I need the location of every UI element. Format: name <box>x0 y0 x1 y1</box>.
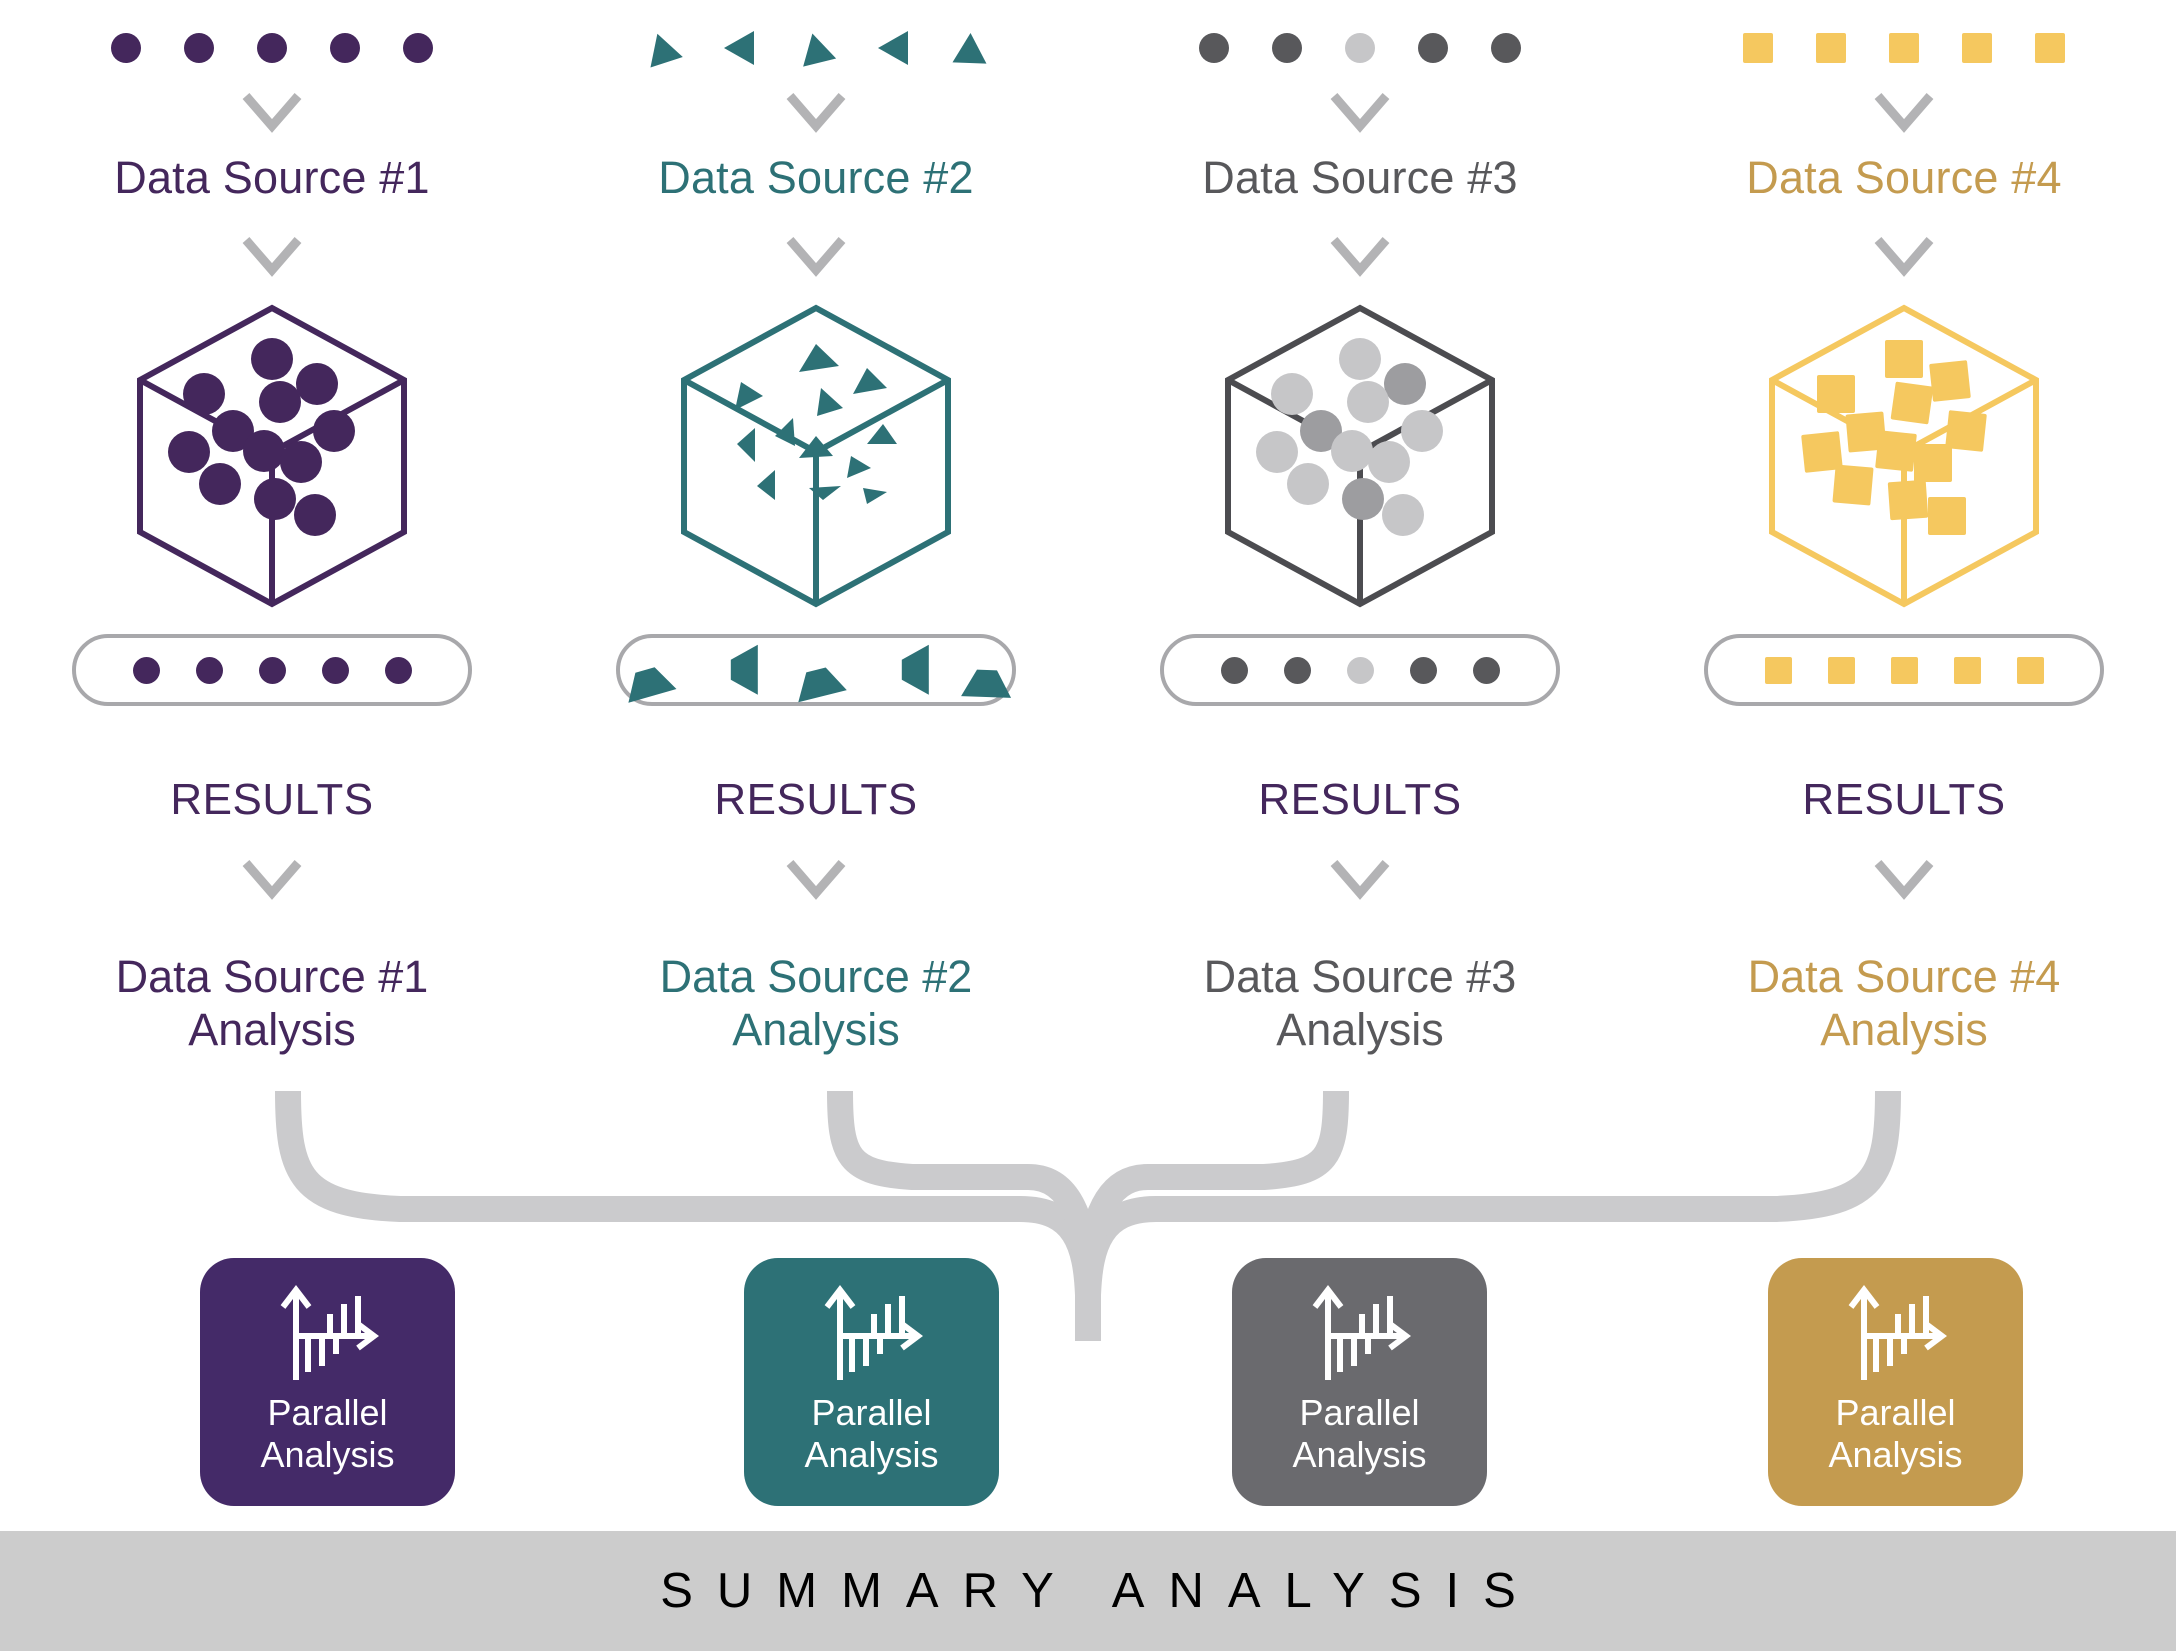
result-marker-square <box>1827 656 1855 684</box>
result-marker-circle <box>1409 656 1437 684</box>
data-marker-circle <box>1491 33 1521 63</box>
results-pill <box>1704 634 2104 706</box>
chevron-down-icon <box>1328 855 1392 901</box>
data-marker-triangle <box>795 29 837 67</box>
source-label: Data Source #3 <box>1202 152 1518 203</box>
data-marker-triangle <box>878 31 908 65</box>
column-2: Data Source #2 <box>544 0 1088 1520</box>
data-cube-icon <box>671 296 961 616</box>
result-marker-circle <box>1472 656 1500 684</box>
bar-chart-axes-icon <box>1312 1285 1411 1380</box>
bar-chart-axes-icon <box>280 1285 379 1380</box>
parallel-analysis-label: Parallel Analysis <box>1292 1392 1427 1475</box>
data-marker-triangle <box>641 28 683 68</box>
result-marker-triangle <box>703 645 758 695</box>
data-marker-square <box>1816 33 1846 63</box>
column-3: Data Source #3 <box>1088 0 1632 1520</box>
source-label: Data Source #1 <box>114 152 430 203</box>
chevron-down-icon <box>1872 855 1936 901</box>
chevron-down-icon <box>1872 88 1936 134</box>
result-marker-circle <box>1220 656 1248 684</box>
parallel-analysis-label: Parallel Analysis <box>1828 1392 1963 1475</box>
parallel-analysis-label: Parallel Analysis <box>260 1392 395 1475</box>
result-marker-triangle <box>785 637 847 703</box>
result-marker-triangle <box>874 645 929 695</box>
chevron-down-icon <box>240 88 304 134</box>
result-marker-triangle <box>961 642 1013 698</box>
data-marker-circle <box>330 33 360 63</box>
data-marker-circle <box>257 33 287 63</box>
data-marker-circle-light <box>1345 33 1375 63</box>
column-4: Data Source #4 <box>1632 0 2176 1520</box>
data-marker-circle <box>111 33 141 63</box>
chevron-down-icon <box>1328 232 1392 278</box>
data-marker-circle <box>1272 33 1302 63</box>
result-marker-square <box>1764 656 1792 684</box>
chevron-down-icon <box>784 88 848 134</box>
result-marker-triangle <box>613 637 677 703</box>
source-label: Data Source #2 <box>658 152 974 203</box>
result-marker-circle <box>384 656 412 684</box>
result-marker-circle <box>1283 656 1311 684</box>
parallel-analysis-box-2[interactable]: Parallel Analysis <box>744 1258 999 1506</box>
results-pill <box>1160 634 1560 706</box>
data-cube-icon <box>1215 296 1505 616</box>
results-label: RESULTS <box>170 775 374 824</box>
data-marker-square <box>1743 33 1773 63</box>
data-marker-circle <box>184 33 214 63</box>
results-label: RESULTS <box>714 775 918 824</box>
result-marker-circle <box>195 656 223 684</box>
data-marker-square <box>2035 33 2065 63</box>
analysis-label: Data Source #2 Analysis <box>659 951 973 1056</box>
analysis-label: Data Source #3 Analysis <box>1203 951 1517 1056</box>
data-marker-triangle <box>724 31 754 65</box>
summary-analysis-label: SUMMARY ANALYSIS <box>660 1564 1540 1618</box>
results-pill <box>72 634 472 706</box>
analysis-label: Data Source #4 Analysis <box>1747 951 2061 1056</box>
result-marker-square <box>1890 656 1918 684</box>
result-marker-circle-light <box>1346 656 1374 684</box>
chevron-down-icon <box>240 855 304 901</box>
top-marker-row <box>0 26 544 70</box>
chevron-down-icon <box>240 232 304 278</box>
parallel-analysis-label: Parallel Analysis <box>804 1392 939 1475</box>
data-marker-circle <box>1199 33 1229 63</box>
data-marker-square <box>1962 33 1992 63</box>
top-marker-row <box>1088 26 1632 70</box>
data-cube-icon <box>127 296 417 616</box>
results-pill <box>613 634 1016 706</box>
results-label: RESULTS <box>1258 775 1462 824</box>
analysis-label: Data Source #1 Analysis <box>115 951 429 1056</box>
result-marker-circle <box>258 656 286 684</box>
data-marker-circle <box>403 33 433 63</box>
parallel-analysis-box-1[interactable]: Parallel Analysis <box>200 1258 455 1506</box>
data-marker-triangle <box>952 32 988 64</box>
summary-analysis-bar: SUMMARY ANALYSIS <box>0 1531 2176 1651</box>
result-marker-circle <box>132 656 160 684</box>
top-marker-row <box>1632 26 2176 70</box>
column-1: Data Source #1 <box>0 0 544 1520</box>
data-cube-icon <box>1759 296 2049 616</box>
result-marker-square <box>2016 656 2044 684</box>
data-marker-circle <box>1418 33 1448 63</box>
parallel-analysis-box-4[interactable]: Parallel Analysis <box>1768 1258 2023 1506</box>
result-marker-square <box>1953 656 1981 684</box>
bar-chart-axes-icon <box>1848 1285 1947 1380</box>
data-marker-square <box>1889 33 1919 63</box>
chevron-down-icon <box>1872 232 1936 278</box>
results-label: RESULTS <box>1802 775 2006 824</box>
chevron-down-icon <box>1328 88 1392 134</box>
source-label: Data Source #4 <box>1746 152 2062 203</box>
top-marker-row <box>544 26 1088 70</box>
chevron-down-icon <box>784 855 848 901</box>
bar-chart-axes-icon <box>824 1285 923 1380</box>
parallel-analysis-box-3[interactable]: Parallel Analysis <box>1232 1258 1487 1506</box>
chevron-down-icon <box>784 232 848 278</box>
result-marker-circle <box>321 656 349 684</box>
